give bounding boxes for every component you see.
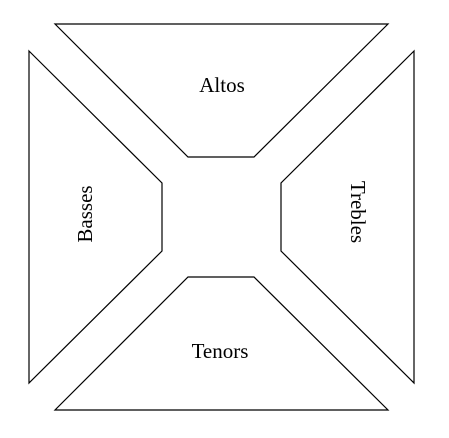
tenors-section xyxy=(53,276,390,411)
trebles-label: Trebles xyxy=(346,181,370,243)
altos-section xyxy=(53,23,390,158)
basses-label: Basses xyxy=(73,185,97,242)
altos-label: Altos xyxy=(199,73,245,97)
basses-section xyxy=(28,49,163,385)
tenors-label: Tenors xyxy=(192,339,249,363)
trebles-section xyxy=(280,49,415,385)
